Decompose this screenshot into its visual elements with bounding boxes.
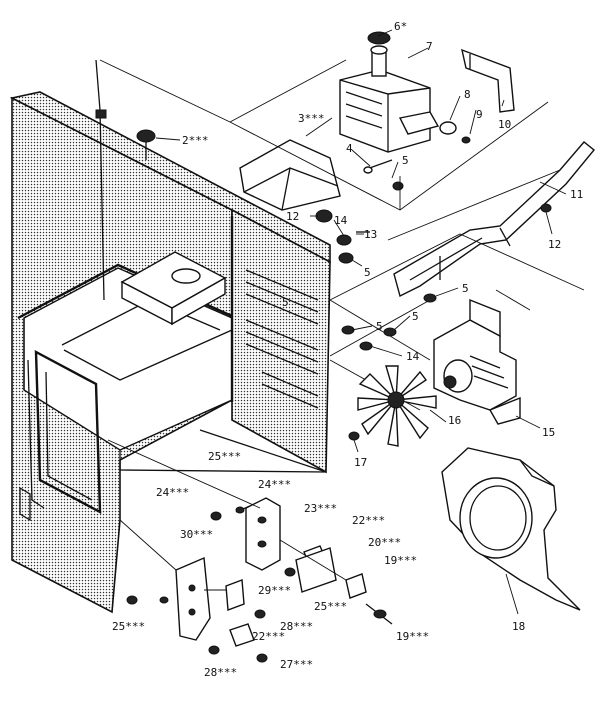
fan-duct	[441, 447, 581, 611]
callout-labels: 6* 7 2*** 3*** 4 5 8 9 10 11 12 12 14 13…	[156, 20, 583, 679]
air-duct	[239, 139, 341, 211]
callout-25-a: 25***	[208, 450, 241, 463]
callout-17: 17	[354, 456, 367, 469]
callout-14-a: 14	[334, 214, 348, 227]
callout-5-e: 5	[412, 310, 419, 323]
callout-12-b: 12	[548, 238, 561, 251]
callout-labels-extra: 19*** 25***	[112, 620, 429, 643]
fan-motor	[433, 298, 521, 425]
callout-5-a: 5	[402, 154, 409, 167]
callout-5-f: 5	[282, 296, 289, 309]
callout-leaders	[155, 29, 567, 615]
callout-15: 15	[542, 426, 555, 439]
callout-24-b: 24***	[156, 486, 189, 499]
callout-26: 25***	[314, 600, 347, 613]
support-rail	[393, 141, 595, 298]
assembly-guide-lines	[99, 59, 585, 411]
callout-11: 11	[570, 188, 583, 201]
callout-5-c: 5	[462, 282, 469, 295]
callout-28-b: 28***	[204, 666, 237, 679]
callout-28-a: 28***	[280, 620, 313, 633]
oven-cavity-assembly	[9, 59, 331, 614]
magnetron-bracket	[461, 48, 515, 113]
callout-22-a: 22***	[352, 514, 385, 527]
callout-2: 2***	[182, 134, 209, 147]
callout-4: 4	[346, 142, 353, 155]
callout-6: 6*	[394, 20, 407, 33]
callout-5-d: 5	[376, 320, 383, 333]
door-frame	[19, 349, 102, 522]
callout-5-b: 5	[364, 266, 371, 279]
fan-blade	[348, 365, 437, 447]
top-hardware	[136, 121, 471, 264]
magnetron	[339, 31, 440, 153]
callout-3: 3***	[298, 112, 325, 125]
callout-20: 19***	[384, 554, 417, 567]
callout-10: 10	[498, 118, 511, 131]
interlock-assembly	[107, 439, 393, 663]
callout-29: 29***	[258, 584, 291, 597]
callout-8: 8	[464, 88, 471, 101]
callout-21: 20***	[368, 536, 401, 549]
callout-22-b: 22***	[252, 630, 285, 643]
callout-23: 23***	[304, 502, 337, 515]
vent-slots	[245, 269, 319, 409]
callout-12-a: 12	[286, 210, 299, 223]
callout-30: 30***	[180, 528, 213, 541]
callout-19-final: 19***	[396, 630, 429, 643]
callout-7: 7	[426, 40, 433, 53]
callout-24-a: 24***	[258, 478, 291, 491]
callout-13: 13	[364, 228, 377, 241]
callout-18: 18	[512, 620, 525, 633]
callout-27: 27***	[280, 658, 313, 671]
callout-14-b: 14	[406, 350, 420, 363]
callout-16: 16	[448, 414, 461, 427]
callout-9: 9	[476, 108, 483, 121]
callout-25-b-final: 25***	[112, 620, 145, 633]
